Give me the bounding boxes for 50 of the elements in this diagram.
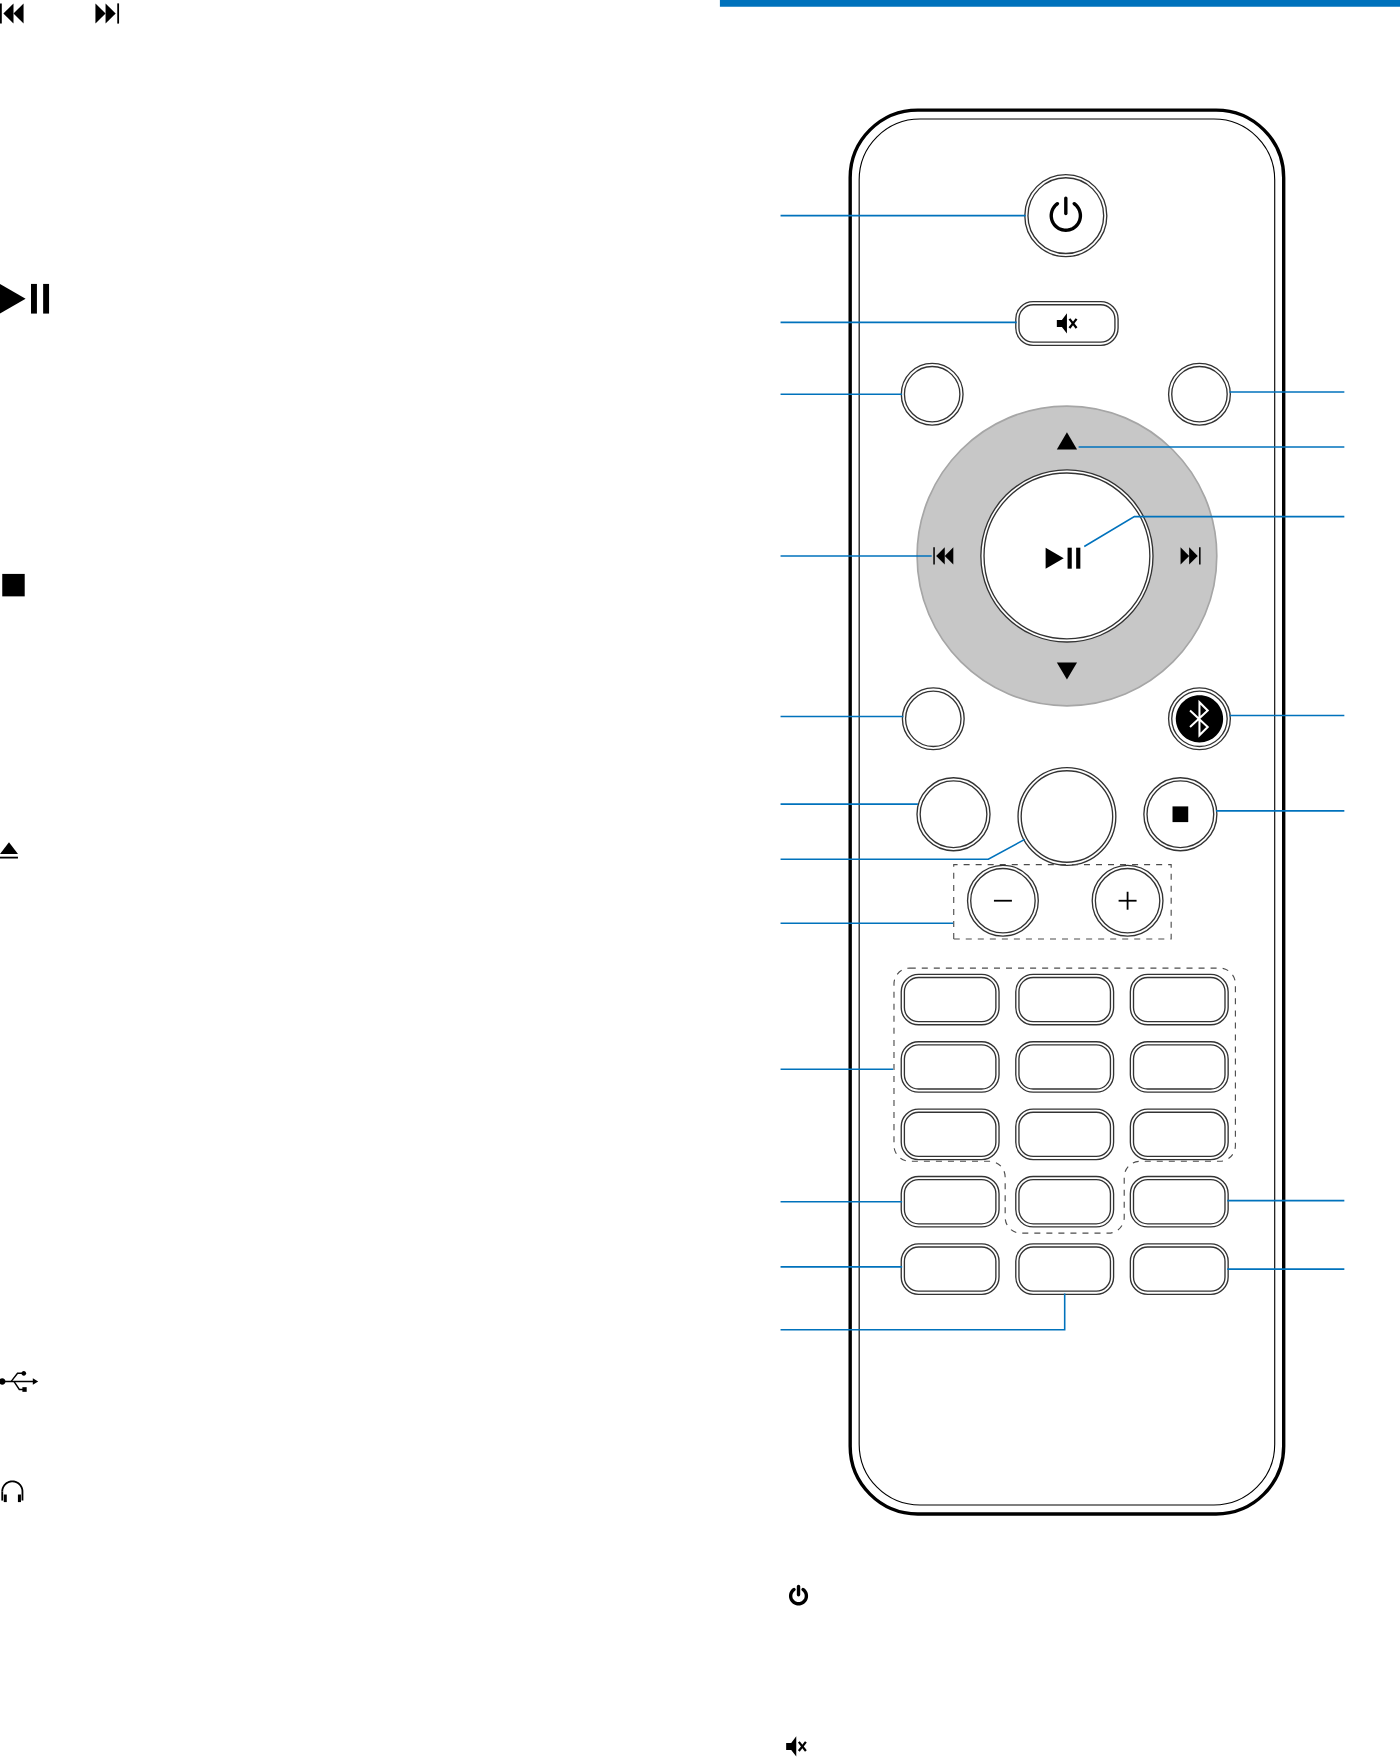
key-button [1014, 1108, 1115, 1161]
arrow-symbol [1045, 547, 1081, 569]
leader-line [779, 1292, 1066, 1331]
key-button [900, 1041, 1000, 1093]
key-button [1014, 1175, 1115, 1228]
arrow-symbol [1056, 662, 1077, 680]
leader-line [779, 1266, 903, 1268]
round-button [901, 687, 965, 751]
key-button [900, 1175, 1000, 1228]
round-button [1142, 777, 1218, 852]
leader-line [779, 715, 904, 718]
key-button [1129, 1108, 1229, 1161]
round-button [916, 777, 991, 852]
arrow-symbol [1180, 547, 1201, 565]
round-button [900, 362, 964, 426]
round-button [1167, 362, 1231, 426]
arrow-symbol [933, 547, 954, 565]
key-button [900, 973, 1000, 1026]
key-button [900, 1243, 1000, 1295]
key-button [900, 1108, 1000, 1161]
round-button [966, 864, 1039, 937]
arrow-symbol [1056, 432, 1077, 450]
key-button [1129, 1041, 1229, 1093]
leader-line [779, 214, 1027, 217]
leader-line [1083, 515, 1345, 548]
key-button [1129, 1243, 1229, 1295]
leader-line [779, 1068, 894, 1070]
round-button [1167, 687, 1231, 751]
leader-line [1226, 1199, 1345, 1202]
leader-line [779, 803, 919, 805]
leader-line [1077, 446, 1345, 448]
leader-line [779, 555, 933, 557]
leader-line [779, 922, 954, 924]
round-button [1017, 766, 1117, 867]
leader-line [779, 321, 1018, 324]
leader-line [1228, 714, 1345, 717]
key-button [1014, 300, 1119, 346]
leader-line [1228, 391, 1345, 393]
round-button [1023, 173, 1108, 258]
leader-line [1226, 1268, 1345, 1270]
key-button [1014, 973, 1115, 1026]
key-button [1014, 1243, 1115, 1295]
key-button [1014, 1041, 1115, 1093]
round-button [1091, 864, 1164, 937]
key-button [1129, 1175, 1229, 1228]
leader-line [779, 838, 1026, 860]
leader-line [779, 1200, 903, 1203]
key-button [1129, 973, 1229, 1026]
leader-line [779, 393, 903, 395]
leader-line [1214, 810, 1345, 812]
